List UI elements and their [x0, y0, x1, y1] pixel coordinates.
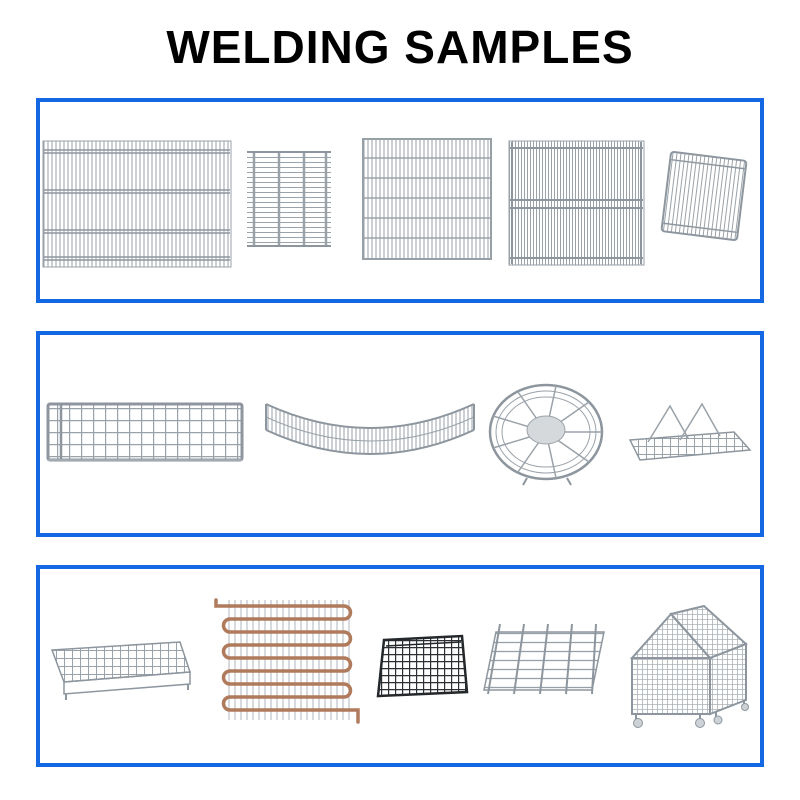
wire-storage-cage [612, 594, 760, 730]
perspective-wire-tray [40, 634, 195, 706]
round-fan-guard [487, 382, 605, 486]
page-title: WELDING SAMPLES [166, 21, 634, 73]
small-wire-grate [246, 150, 332, 248]
wire-grid-rack [480, 620, 612, 702]
square-wire-mesh [362, 138, 492, 260]
long-wire-tray [45, 396, 245, 468]
condenser-coil [202, 596, 372, 730]
dense-wire-grill [508, 140, 645, 266]
tilted-wire-grill [658, 150, 750, 242]
flat-wire-mesh-panel [42, 140, 232, 268]
black-wire-basket [374, 626, 470, 706]
wire-rack-with-dividers [622, 390, 756, 470]
curved-wire-guard [262, 388, 478, 484]
